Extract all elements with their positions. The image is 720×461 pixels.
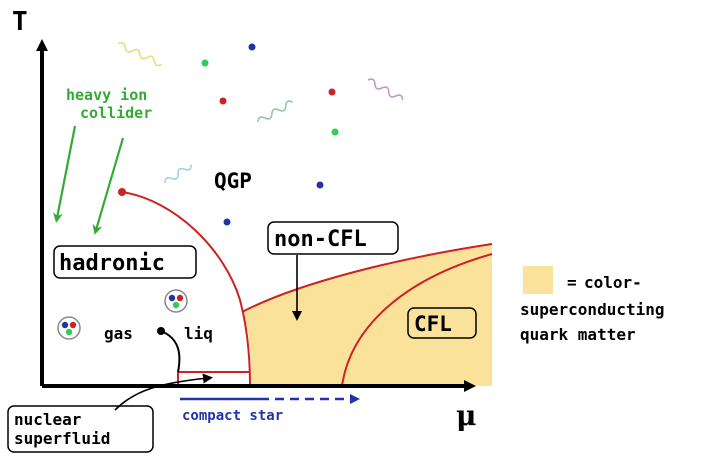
nuclear-superfluid-box (7, 405, 154, 453)
nuclear-superfluid-line1: nuclear (14, 410, 81, 429)
cfl-label: CFL (414, 312, 452, 336)
critical-point (118, 188, 126, 196)
heavy-ion-arrow (53, 125, 77, 223)
quark-blue (316, 181, 324, 189)
legend-line2: superconducting (520, 300, 665, 319)
heavy-ion-label-line2: collider (80, 104, 152, 122)
gluon-wave-3 (367, 78, 404, 101)
nuclear-critical-line (160, 330, 181, 373)
legend-swatch (523, 266, 553, 294)
hadronic-label: hadronic (59, 251, 165, 276)
quark-green (331, 128, 339, 136)
x-axis-label: μ (456, 399, 477, 432)
legend-line1: color- (584, 273, 642, 292)
cfl-box (407, 307, 477, 339)
gluon-squiggles (117, 41, 404, 184)
legend-equals: = (567, 273, 577, 292)
non-cfl-boundary (241, 243, 493, 313)
baryon-icon (57, 316, 81, 340)
hadronic-qgp-boundary (121, 191, 251, 387)
y-axis-label: T (12, 7, 28, 37)
cfl-boundary (341, 253, 493, 387)
quark-green (201, 59, 209, 67)
non-cfl-label: non-CFL (274, 227, 367, 252)
heavy-ion-arrow (92, 137, 125, 235)
cfl-region (242, 244, 492, 386)
hadronic-box (53, 245, 197, 279)
heavy-ion-label-line1: heavy ion (66, 86, 147, 104)
gas-label: gas (104, 324, 133, 343)
quark-blue (223, 218, 231, 226)
nuclear-superfluid-line2: superfluid (14, 429, 110, 448)
nuclear-superfluid-arrow (114, 373, 213, 411)
quark-red (328, 88, 336, 96)
gluon-wave-1 (117, 41, 162, 67)
gluon-wave-2 (257, 100, 293, 123)
quark-red (219, 97, 227, 105)
legend-line3: quark matter (520, 325, 636, 344)
quark-blue (248, 43, 256, 51)
non-cfl-box (267, 221, 399, 255)
baryon-icon (164, 289, 188, 313)
compact-star-label: compact star (182, 408, 283, 424)
qgp-label: QGP (214, 169, 252, 193)
free-quarks (201, 43, 339, 226)
gluon-wave-4 (164, 164, 193, 184)
liq-label: liq (184, 324, 213, 343)
